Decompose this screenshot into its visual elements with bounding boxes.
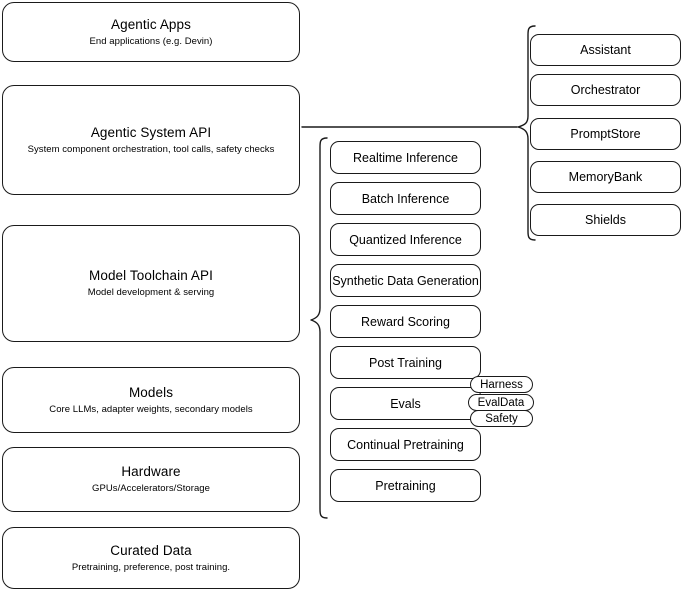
layer-box-agentic-system-api[interactable]: Agentic System API System component orch… <box>2 85 300 195</box>
component-pill-promptstore[interactable]: PromptStore <box>530 118 681 150</box>
capability-label: Realtime Inference <box>353 150 458 165</box>
capability-label: Continual Pretraining <box>347 437 464 452</box>
component-pill-memorybank[interactable]: MemoryBank <box>530 161 681 193</box>
layer-subtitle: Core LLMs, adapter weights, secondary mo… <box>49 403 253 415</box>
capability-pill-batch-inference[interactable]: Batch Inference <box>330 182 481 215</box>
evals-badge-label: Harness <box>480 378 523 391</box>
capability-pill-synthetic-data-generation[interactable]: Synthetic Data Generation <box>330 264 481 297</box>
layer-title: Curated Data <box>110 542 192 558</box>
layer-box-hardware[interactable]: Hardware GPUs/Accelerators/Storage <box>2 447 300 512</box>
component-label: Assistant <box>580 43 631 57</box>
capability-pill-quantized-inference[interactable]: Quantized Inference <box>330 223 481 256</box>
layer-title: Models <box>128 384 174 400</box>
component-label: Shields <box>585 213 626 227</box>
brace-model-toolchain <box>306 136 332 520</box>
layer-subtitle: Pretraining, preference, post training. <box>71 561 231 573</box>
layer-box-models[interactable]: Models Core LLMs, adapter weights, secon… <box>2 367 300 433</box>
component-pill-shields[interactable]: Shields <box>530 204 681 236</box>
capability-label: Pretraining <box>375 478 436 493</box>
evals-badge-evaldata[interactable]: EvalData <box>468 394 534 411</box>
layer-title: Agentic Apps <box>110 16 191 32</box>
component-pill-orchestrator[interactable]: Orchestrator <box>530 74 681 106</box>
capability-pill-pretraining[interactable]: Pretraining <box>330 469 481 502</box>
capability-label: Batch Inference <box>361 191 450 206</box>
layer-subtitle: Model development & serving <box>87 287 215 298</box>
component-pill-assistant[interactable]: Assistant <box>530 34 681 66</box>
layer-title: Agentic System API <box>90 124 212 140</box>
layer-subtitle: End applications (e.g. Devin) <box>89 35 213 47</box>
component-label: MemoryBank <box>568 170 643 184</box>
layer-box-curated-data[interactable]: Curated Data Pretraining, preference, po… <box>2 527 300 589</box>
capability-pill-post-training[interactable]: Post Training <box>330 346 481 379</box>
component-label: Orchestrator <box>570 83 641 97</box>
evals-badge-harness[interactable]: Harness <box>470 376 533 393</box>
layer-box-model-toolchain-api[interactable]: Model Toolchain API Model development & … <box>2 225 300 342</box>
component-label: PromptStore <box>570 127 641 141</box>
capability-label: Post Training <box>369 355 442 370</box>
capability-pill-reward-scoring[interactable]: Reward Scoring <box>330 305 481 338</box>
layer-box-agentic-apps[interactable]: Agentic Apps End applications (e.g. Devi… <box>2 2 300 62</box>
capability-label: Synthetic Data Generation <box>332 273 479 288</box>
capability-label: Evals <box>390 396 421 411</box>
capability-pill-evals[interactable]: Evals <box>330 387 481 420</box>
capability-pill-continual-pretraining[interactable]: Continual Pretraining <box>330 428 481 461</box>
capability-label: Reward Scoring <box>361 314 450 329</box>
layer-subtitle: GPUs/Accelerators/Storage <box>92 483 210 494</box>
evals-badge-label: EvalData <box>477 396 525 409</box>
evals-badge-safety[interactable]: Safety <box>470 410 533 427</box>
evals-badge-label: Safety <box>485 412 518 425</box>
layer-title: Model Toolchain API <box>89 268 213 283</box>
capability-label: Quantized Inference <box>349 232 462 247</box>
capability-pill-realtime-inference[interactable]: Realtime Inference <box>330 141 481 174</box>
layer-subtitle: System component orchestration, tool cal… <box>27 143 275 155</box>
layer-title: Hardware <box>121 464 181 479</box>
